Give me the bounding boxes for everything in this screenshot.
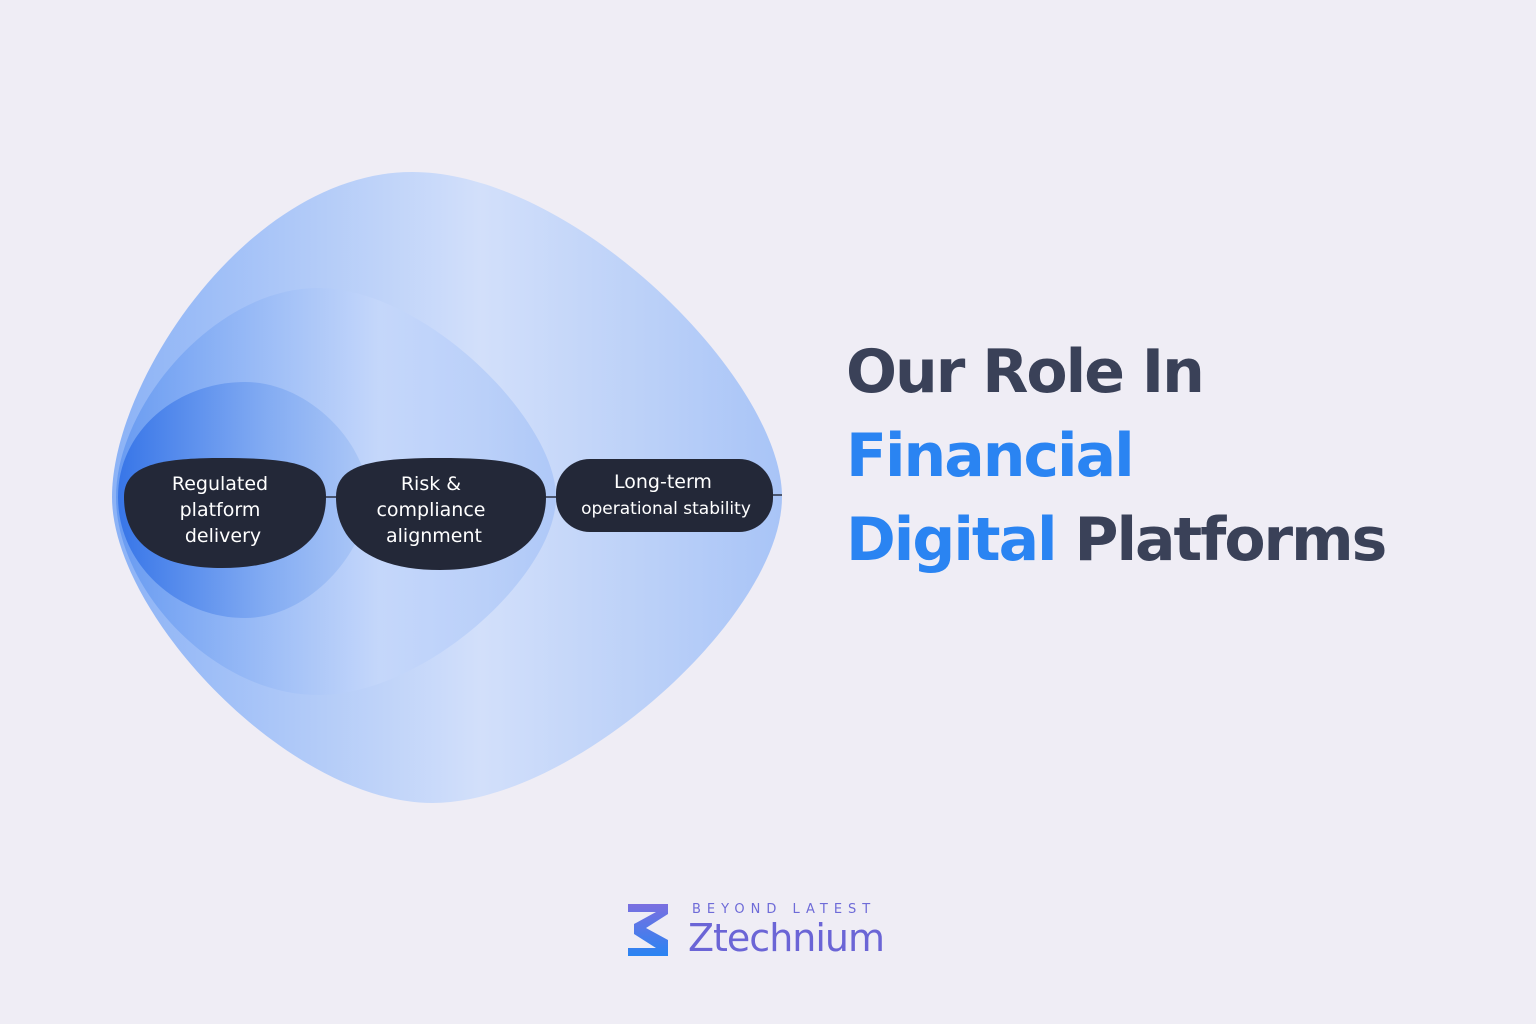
node-text-line: operational stability [581,499,751,519]
title-line-3-rest: Platforms [1055,505,1388,575]
node-text-line: delivery [185,525,261,547]
logo-tagline: BEYOND LATEST [692,902,877,917]
title-line-3-accent: Digital [846,505,1058,575]
page-title: Our Role In Financial Digital Platforms [846,330,1388,582]
svg-text:Risk & compliance: Risk & compliance alignment [376,473,491,547]
node-text-line: alignment [386,525,482,547]
logo-wordmark: Ztechnium [688,916,885,960]
node-text-line: Long-term [614,471,712,493]
node-text-line: Regulated [172,473,268,495]
svg-text:Regulated platform: Regulated platform delivery [172,473,274,547]
node-long-term-operational-stability: Long-term operational stability [556,459,773,532]
title-line-3: Digital Platforms [846,498,1388,582]
node-regulated-platform-delivery: Regulated platform delivery [124,458,326,568]
node-pill-shape [556,459,773,532]
node-text-line: platform [180,499,261,521]
node-pill-shape [336,458,546,570]
brand-logo: BEYOND LATEST Ztechnium [626,900,926,964]
title-line-2: Financial [846,421,1135,491]
ztechnium-logo-icon [628,904,668,956]
title-line-1: Our Role In [846,337,1205,407]
node-text-line: Risk & [401,473,461,495]
node-text-line: compliance [376,499,485,521]
node-risk-compliance-alignment: Risk & compliance alignment [336,458,546,570]
svg-text:Long-term operational st: Long-term operational stability [581,471,751,519]
node-pill-shape [124,458,326,568]
